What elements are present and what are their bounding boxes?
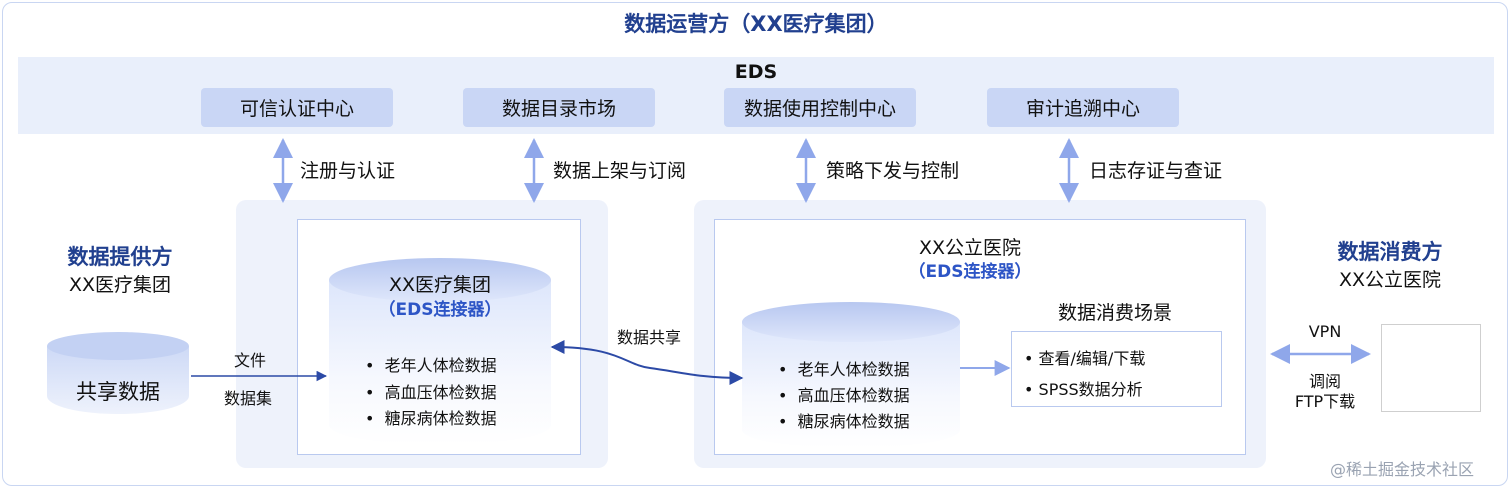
consumer-cylinder [742, 302, 960, 448]
service-audit-trace-center: 审计追溯中心 [987, 88, 1179, 127]
consumer-user-box [1381, 324, 1481, 412]
arrow-data-share [550, 340, 744, 385]
service-usage-control-center: 数据使用控制中心 [724, 88, 916, 127]
shared-data-label: 共享数据 [76, 380, 160, 404]
consumer-data-item: • 糖尿病体检数据 [778, 412, 910, 431]
access-label-ftp: FTP下载 [1294, 392, 1356, 411]
service-trusted-auth-center: 可信认证中心 [201, 88, 393, 127]
provider-cylinder [329, 258, 551, 445]
dataset-label: 数据集 [224, 389, 273, 408]
scene-item: • SPSS数据分析 [1024, 380, 1143, 399]
watermark: @稀土掘金技术社区 [1330, 460, 1475, 479]
file-label: 文件 [234, 351, 267, 370]
provider-data-item: • 老年人体检数据 [365, 356, 497, 375]
provider-connector-title: XX医疗集团 [388, 274, 492, 296]
scene-item-label: 查看/编辑/下载 [1038, 349, 1146, 368]
consumer-data-item-label: 糖尿病体检数据 [797, 412, 910, 431]
provider-data-item: • 糖尿病体检数据 [365, 409, 497, 428]
provider-data-item: • 高血压体检数据 [365, 383, 497, 402]
consumer-data-item-label: 老年人体检数据 [797, 360, 910, 379]
access-label-view: 调阅 [1308, 372, 1341, 391]
consumer-data-item: • 高血压体检数据 [778, 386, 910, 405]
link-register-auth: 注册与认证 [300, 160, 396, 182]
vpn-label: VPN [1308, 322, 1342, 341]
consumer-data-item: • 老年人体检数据 [778, 360, 910, 379]
link-log-evidence: 日志存证与查证 [1089, 160, 1223, 182]
operator-title: 数据运营方（XX医疗集团） [624, 12, 888, 36]
consumer-connector-subtitle: （EDS连接器） [908, 262, 1032, 282]
eds-label: EDS [734, 61, 778, 83]
scene-title: 数据消费场景 [1057, 302, 1172, 324]
provider-connector-subtitle: （EDS连接器） [378, 300, 502, 320]
provider-name: XX医疗集团 [68, 274, 172, 296]
provider-data-item-label: 高血压体检数据 [384, 383, 497, 402]
shared-data-cylinder [47, 332, 189, 414]
provider-data-item-label: 老年人体检数据 [384, 356, 497, 375]
link-publish-subscribe: 数据上架与订阅 [553, 160, 687, 182]
scene-item-label: SPSS数据分析 [1038, 380, 1143, 399]
consumer-title: 数据消费方 [1337, 240, 1443, 264]
consumer-name: XX公立医院 [1338, 269, 1442, 291]
provider-data-item-label: 糖尿病体检数据 [384, 409, 497, 428]
consumer-connector-title: XX公立医院 [918, 237, 1022, 259]
link-policy-control: 策略下发与控制 [826, 160, 960, 182]
scene-box [1011, 331, 1222, 407]
provider-title: 数据提供方 [67, 245, 173, 269]
scene-item: • 查看/编辑/下载 [1024, 349, 1146, 368]
data-share-label: 数据共享 [617, 328, 682, 347]
service-data-catalog-market: 数据目录市场 [463, 88, 655, 127]
consumer-data-item-label: 高血压体检数据 [797, 386, 910, 405]
